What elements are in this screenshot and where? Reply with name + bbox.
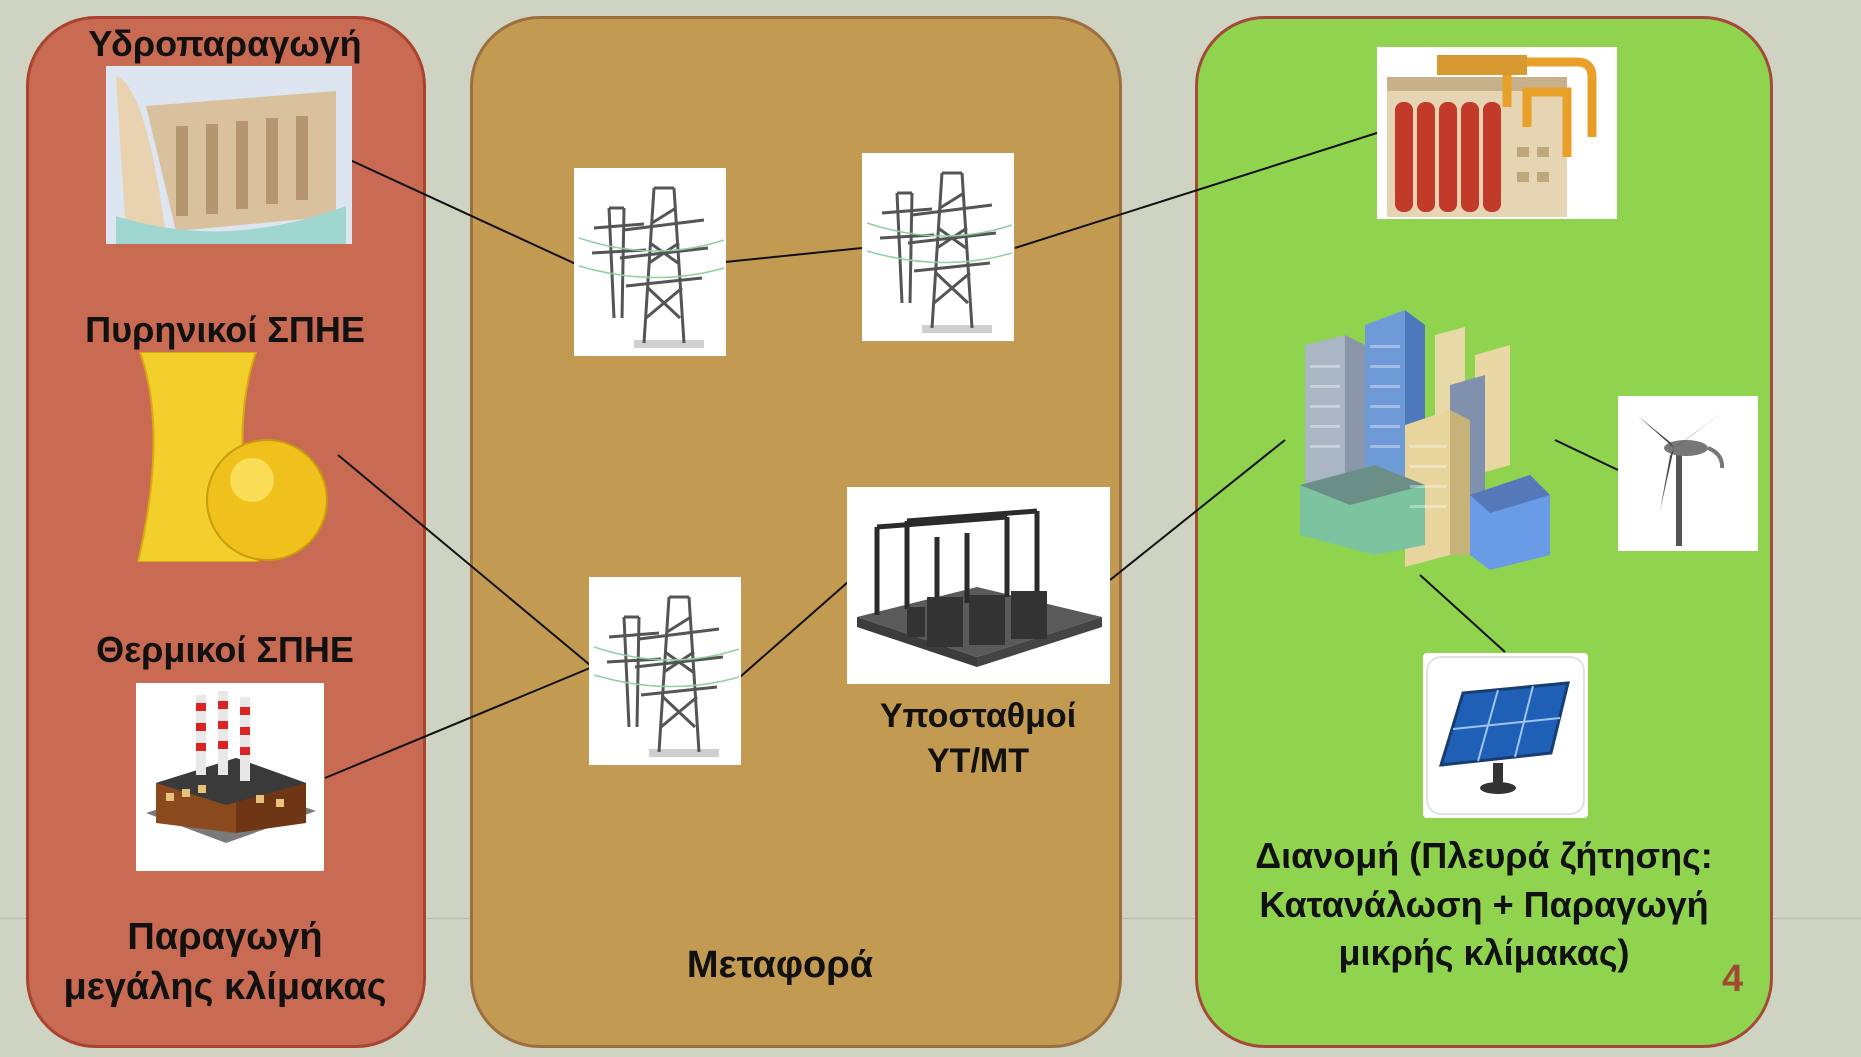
thermal-plant-icon <box>136 683 324 871</box>
transmission-section-label: Μεταφορά <box>686 944 874 986</box>
city-buildings-icon <box>1285 305 1555 577</box>
generation-section-line2: μεγάλης κλίμακας <box>63 966 387 1009</box>
wire-hydro-tower1 <box>349 159 579 266</box>
transmission-tower-icon <box>574 168 726 356</box>
wire-tower3-substation <box>739 581 849 678</box>
wind-turbine-icon <box>1618 396 1758 551</box>
wire-tower1-tower2 <box>724 247 863 263</box>
generation-section-line1: Παραγωγή <box>127 916 323 958</box>
distribution-section-line3: μικρής κλίμακας) <box>1338 932 1630 974</box>
cooling-tower-icon <box>132 352 342 562</box>
wire-tower2-industrial <box>1014 131 1381 249</box>
hydro-label: Υδροπαραγωγή <box>88 23 362 64</box>
wire-thermal-tower3 <box>324 667 591 779</box>
wire-city-wind <box>1554 439 1619 471</box>
nuclear-label: Πυρηνικοί ΣΠΗΕ <box>85 309 365 350</box>
distribution-section-line1: Διανομή (Πλευρά ζήτησης: <box>1255 835 1713 876</box>
thermal-label: Θερμικοί ΣΠΗΕ <box>96 629 354 670</box>
substation-icon <box>847 487 1110 684</box>
industrial-plant-icon <box>1377 47 1617 219</box>
wire-city-solar <box>1419 574 1506 653</box>
hydro-dam-icon <box>106 66 352 244</box>
distribution-section-line2: Κατανάλωση + Παραγωγή <box>1259 883 1709 925</box>
wire-substation-city <box>1109 439 1286 581</box>
substation-label-line1: Υποσταθμοί <box>879 697 1077 735</box>
generation-section-label: Παραγωγή μεγάλης κλίμακας <box>30 912 420 1012</box>
substation-label-line2: ΥΤ/ΜΤ <box>927 741 1029 780</box>
transmission-tower-icon <box>862 153 1014 341</box>
solar-panel-icon <box>1423 653 1588 818</box>
distribution-section-label: Διανομή (Πλευρά ζήτησης: Κατανάλωση + Πα… <box>1205 832 1763 978</box>
page-number: 4 <box>1722 958 1744 1000</box>
wire-nuclear-tower3 <box>337 454 591 666</box>
transmission-tower-icon <box>589 577 741 765</box>
substation-label: Υποσταθμοί ΥΤ/ΜΤ <box>840 694 1116 784</box>
